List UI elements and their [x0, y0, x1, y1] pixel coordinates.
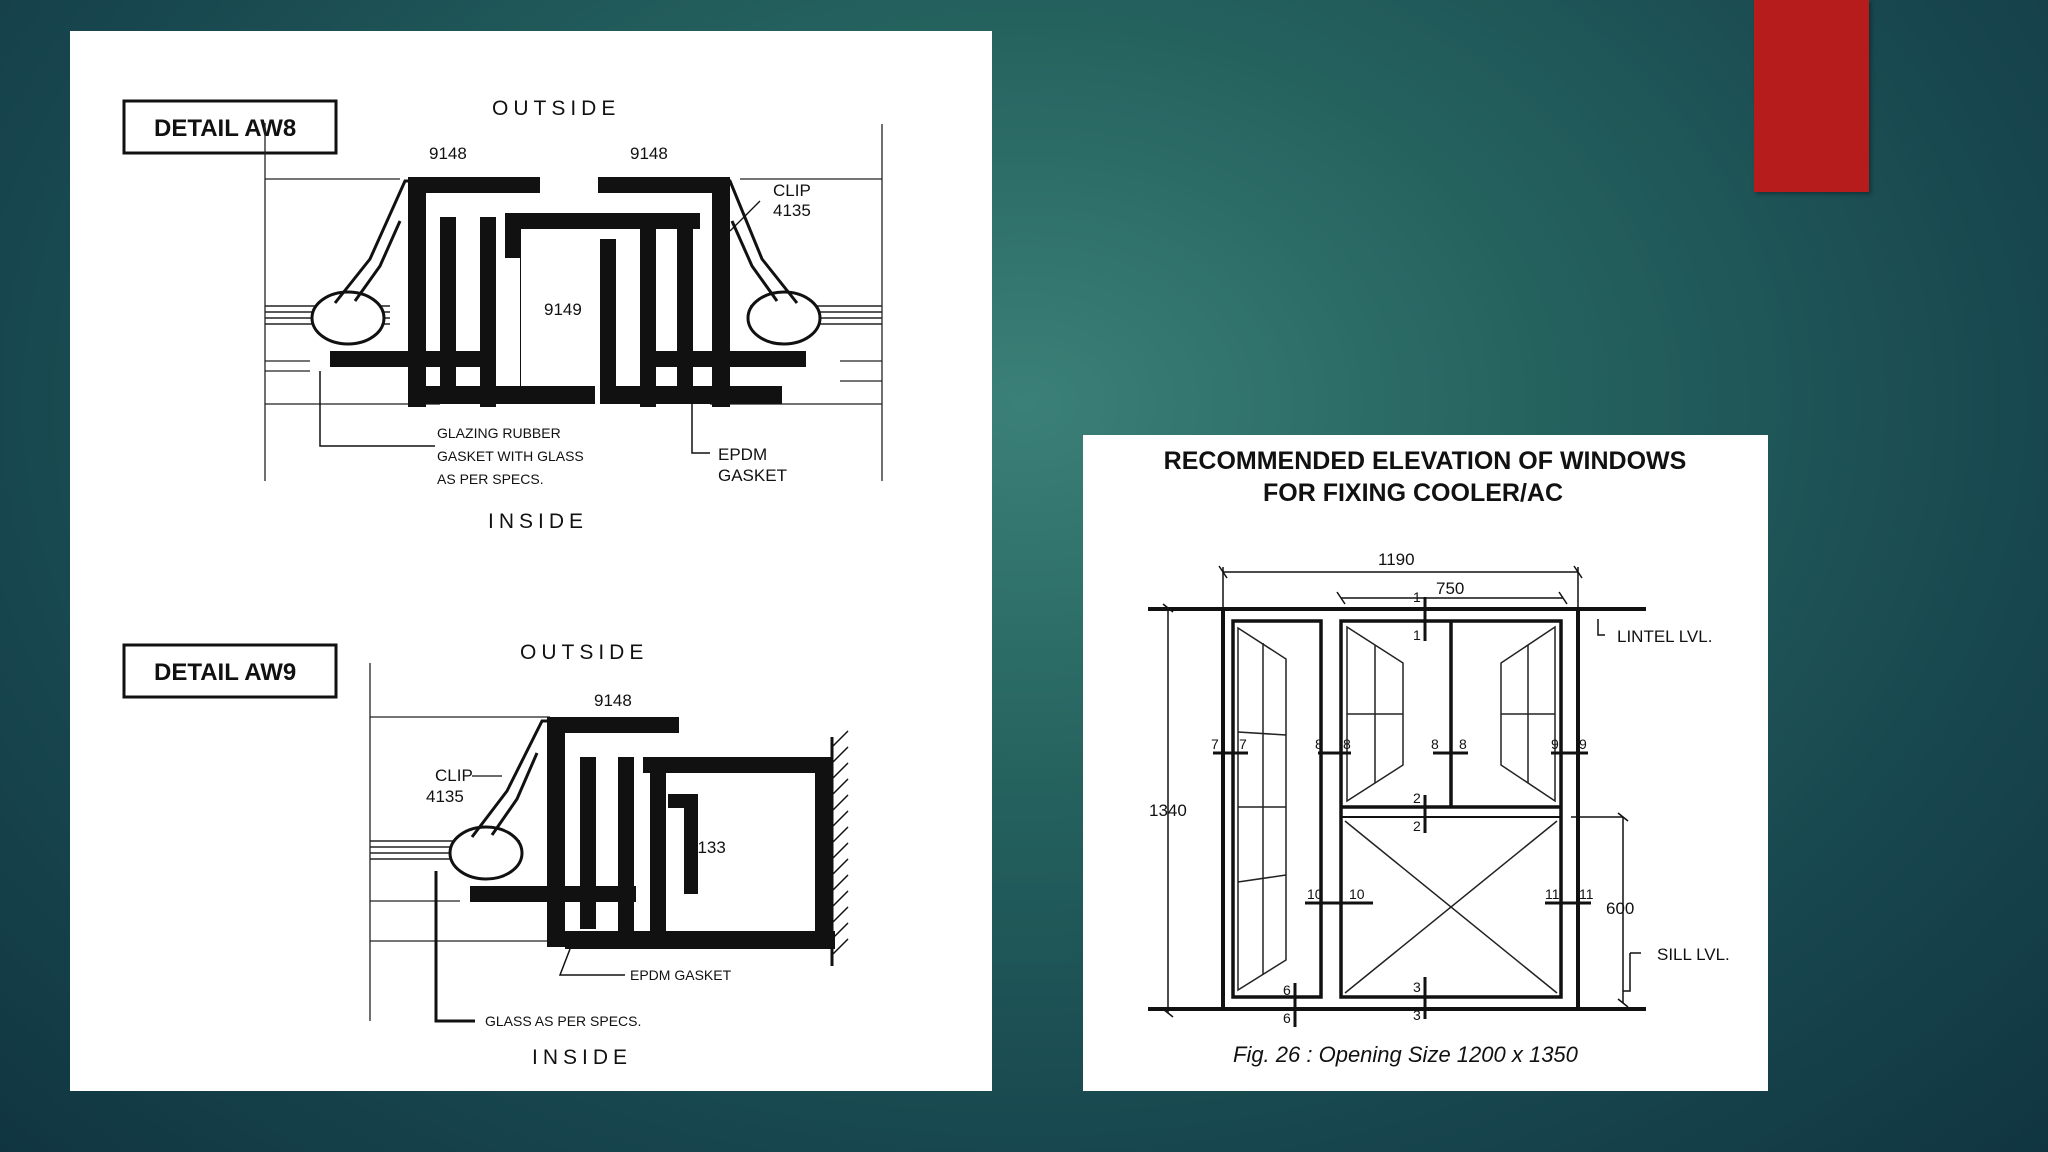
section-number: 3 — [1413, 1007, 1421, 1023]
section-number: 8 — [1343, 736, 1351, 752]
aw8-epdm-line1: EPDM — [718, 445, 767, 464]
aw8-glazing-line3: AS PER SPECS. — [437, 471, 544, 487]
aw8-center-hollow — [521, 229, 600, 386]
detail-aw9-label-box — [122, 643, 338, 699]
dim-height-label: 1340 — [1149, 801, 1187, 820]
aw8-clip-leader — [729, 200, 761, 232]
aw8-glazing-leader — [319, 371, 435, 447]
aw9-outline-lines — [369, 663, 570, 1021]
aw9-glass: GLASS AS PER SPECS. — [485, 1013, 641, 1029]
aw8-part-right: 9148 — [630, 144, 668, 163]
section-number: 8 — [1431, 736, 1439, 752]
aw8-inside-label: INSIDE — [488, 510, 588, 533]
dim-opening-label: 600 — [1606, 899, 1634, 918]
section-number: 10 — [1349, 886, 1365, 902]
elevation-title-line1: RECOMMENDED ELEVATION OF WINDOWS — [1164, 447, 1687, 475]
window-elevation-panel: RECOMMENDED ELEVATION OF WINDOWS FOR FIX… — [1083, 435, 1768, 1091]
aw9-wall-hatch — [831, 730, 849, 956]
aw8-clip-line1: CLIP — [773, 181, 811, 200]
aw8-outside-label: OUTSIDE — [492, 97, 620, 120]
section-number: 8 — [1315, 736, 1323, 752]
section-number: 10 — [1307, 886, 1323, 902]
section-marks — [1213, 597, 1591, 1027]
detail-aw8: DETAIL AW8 OUTSIDE INSIDE — [122, 97, 883, 533]
aw9-profiles — [470, 717, 835, 949]
aw8-glazing-line1: GLAZING RUBBER — [437, 425, 561, 441]
section-number: 9 — [1579, 736, 1587, 752]
section-number: 6 — [1283, 982, 1291, 998]
dim-width-label: 1190 — [1378, 550, 1415, 569]
aw8-left-gasket — [310, 290, 386, 346]
section-number: 2 — [1413, 790, 1421, 806]
profile-details-drawing: DETAIL AW8 OUTSIDE INSIDE — [122, 97, 883, 1069]
elevation-title-line2: FOR FIXING COOLER/AC — [1263, 479, 1563, 507]
section-number: 6 — [1283, 1010, 1291, 1026]
detail-aw9-label: DETAIL AW9 — [154, 659, 296, 686]
aw8-part-left: 9148 — [429, 144, 467, 163]
window-elevation-drawing: RECOMMENDED ELEVATION OF WINDOWS FOR FIX… — [1148, 447, 1730, 1067]
aw8-epdm-leader — [691, 403, 710, 454]
section-number: 9 — [1551, 736, 1559, 752]
aw8-right-gasket — [746, 290, 822, 346]
aw9-clip-line1: CLIP — [435, 766, 473, 785]
detail-aw8-label-box — [122, 99, 338, 155]
elevation-dimensions — [1162, 565, 1641, 1018]
section-number: 2 — [1413, 818, 1421, 834]
section-number: 11 — [1579, 886, 1594, 902]
lintel-level-label: LINTEL LVL. — [1617, 627, 1712, 646]
section-number: 7 — [1239, 736, 1247, 752]
aw9-clip — [470, 719, 555, 838]
aw8-clip-line2: 4135 — [773, 201, 811, 220]
section-number: 1 — [1413, 627, 1421, 643]
aw9-glass-leader — [434, 871, 475, 1023]
profile-details-panel: DETAIL AW8 OUTSIDE INSIDE — [70, 31, 992, 1091]
section-number: 1 — [1413, 589, 1421, 605]
aw8-part-center: 9149 — [544, 300, 582, 319]
aw9-clip-line2: 4135 — [426, 787, 464, 806]
window-frame — [1221, 607, 1623, 1011]
aw8-epdm-line2: GASKET — [718, 466, 787, 485]
detail-aw8-label: DETAIL AW8 — [154, 115, 296, 142]
section-number: 11 — [1545, 886, 1560, 902]
aw9-outside-label: OUTSIDE — [520, 641, 648, 664]
section-numbers: 1 1 2 2 3 3 6 6 7 7 8 8 8 8 9 9 10 10 11… — [1211, 589, 1594, 1026]
dim-inner-label: 750 — [1436, 579, 1464, 598]
red-accent-bar — [1754, 0, 1869, 192]
sill-level-label: SILL LVL. — [1657, 945, 1730, 964]
aw9-inside-label: INSIDE — [532, 1046, 632, 1069]
aw9-epdm: EPDM GASKET — [630, 967, 732, 983]
aw9-epdm-leader — [558, 948, 625, 976]
section-number: 7 — [1211, 736, 1219, 752]
section-number: 8 — [1459, 736, 1467, 752]
section-number: 3 — [1413, 979, 1421, 995]
aw9-part-top: 9148 — [594, 691, 632, 710]
detail-aw9: DETAIL AW9 OUTSIDE INSIDE — [122, 641, 849, 1069]
window-shutters — [1237, 625, 1558, 994]
aw9-part-inner: 4133 — [688, 838, 726, 857]
elevation-caption: Fig. 26 : Opening Size 1200 x 1350 — [1233, 1042, 1579, 1067]
aw9-gasket — [448, 825, 524, 881]
aw8-glazing-line2: GASKET WITH GLASS — [437, 448, 584, 464]
